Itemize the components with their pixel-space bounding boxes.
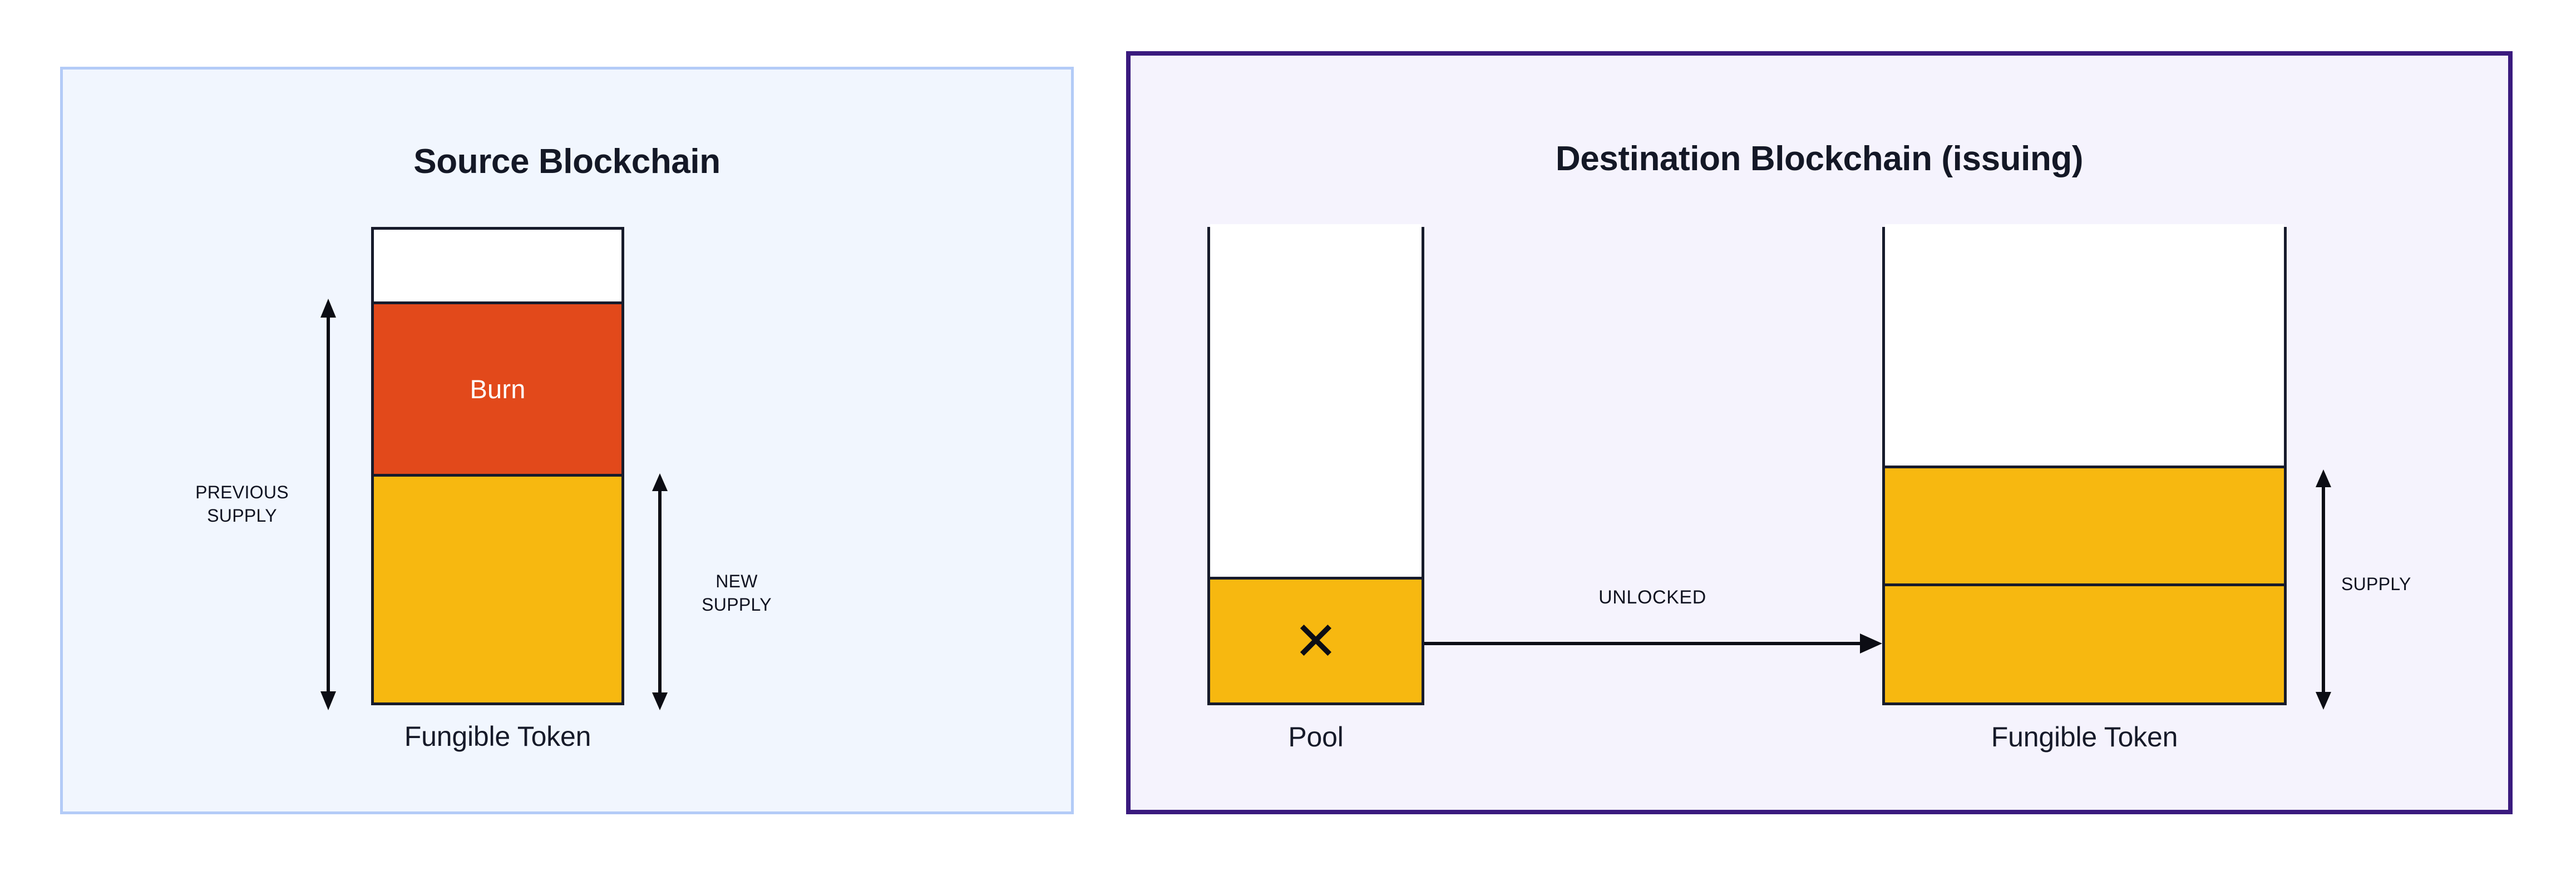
previous-supply-label: PREVIOUS SUPPLY xyxy=(195,482,289,526)
new-supply-dimension-arrow xyxy=(652,473,668,710)
destination-blockchain-panel: Destination Blockchain (issuing) ✕ Pool … xyxy=(1126,51,2513,814)
destination-panel-title: Destination Blockchain (issuing) xyxy=(1555,140,2084,178)
destination-fungible-token-stack xyxy=(1882,224,2287,705)
previous-supply-dimension-arrow xyxy=(320,299,337,710)
destination-token-caption: Fungible Token xyxy=(1991,721,2178,753)
source-token-segment-burn: Burn xyxy=(374,301,621,477)
new-supply-label: NEW SUPPLY xyxy=(702,571,772,615)
unlocked-flow-label: UNLOCKED xyxy=(1598,587,1706,608)
destination-token-segment-minted xyxy=(1885,466,2284,583)
destination-token-segment-existing xyxy=(1885,583,2284,702)
source-token-segment-supply xyxy=(374,477,621,702)
source-blockchain-panel: Source Blockchain Burn Fungible Token PR… xyxy=(60,67,1074,814)
source-token-caption: Fungible Token xyxy=(404,721,591,752)
supply-dimension-arrow xyxy=(2315,469,2332,710)
source-token-segment-empty xyxy=(374,230,621,301)
burn-label: Burn xyxy=(470,374,526,404)
pool-stack: ✕ xyxy=(1207,224,1424,705)
unlocked-flow-arrow xyxy=(1424,632,1885,655)
source-panel-title: Source Blockchain xyxy=(413,142,721,181)
pool-caption: Pool xyxy=(1288,721,1344,753)
pool-segment-locked: ✕ xyxy=(1210,577,1422,702)
destination-token-segment-empty xyxy=(1885,224,2284,466)
pool-segment-empty xyxy=(1210,224,1422,577)
x-mark-icon: ✕ xyxy=(1293,610,1339,672)
supply-label: SUPPLY xyxy=(2341,574,2411,594)
source-fungible-token-stack: Burn xyxy=(371,227,624,705)
